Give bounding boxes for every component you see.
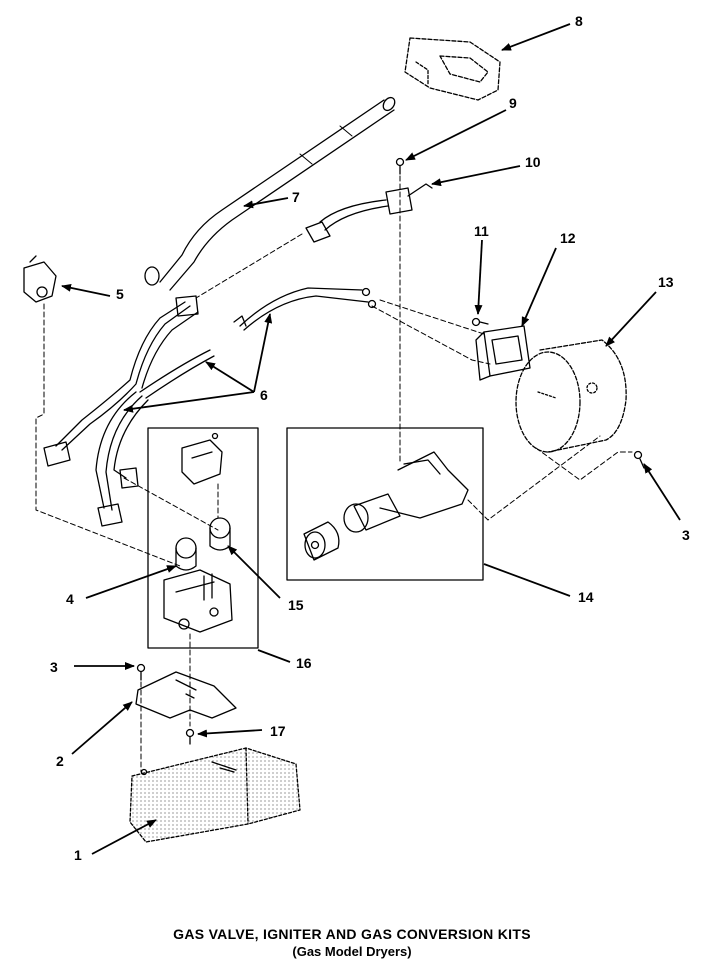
leader-12 xyxy=(521,247,557,327)
leader-2 xyxy=(71,701,133,755)
callout-3-right: 3 xyxy=(682,527,690,543)
callout-6: 6 xyxy=(260,387,268,403)
switch-bracket-part-12 xyxy=(475,325,531,381)
callout-1: 1 xyxy=(74,847,82,863)
leader-3-right xyxy=(643,463,681,521)
leader-9 xyxy=(405,109,507,161)
callout-7: 7 xyxy=(292,189,300,205)
callout-9: 9 xyxy=(509,95,517,111)
callout-2: 2 xyxy=(56,753,64,769)
callout-3-left: 3 xyxy=(50,659,58,675)
screw-part-3-left xyxy=(136,663,146,681)
leader-13 xyxy=(605,291,657,347)
alignment-lines xyxy=(35,175,633,773)
leader-8 xyxy=(501,23,571,51)
leader-7 xyxy=(243,197,289,209)
igniter-connector-part-10 xyxy=(305,183,433,243)
callout-17: 17 xyxy=(270,723,286,739)
gas-pipe-part-7 xyxy=(144,96,396,291)
screw-part-3-right xyxy=(633,450,645,469)
leader-10 xyxy=(431,165,521,187)
clip-part-5 xyxy=(23,255,57,303)
leader-17 xyxy=(197,729,263,738)
wire-harness-part-6 xyxy=(43,287,377,527)
leader-14 xyxy=(483,563,571,597)
screw-part-11 xyxy=(471,317,489,327)
diagram-subtitle: (Gas Model Dryers) xyxy=(292,944,412,959)
callout-11: 11 xyxy=(474,223,489,239)
leader-6a xyxy=(205,361,255,393)
callout-13: 13 xyxy=(658,274,674,290)
leader-4 xyxy=(85,565,177,599)
burner-housing-part-13 xyxy=(515,339,627,453)
screw-part-17 xyxy=(185,728,195,745)
bracket-part-8 xyxy=(404,37,501,101)
screw-part-9 xyxy=(395,157,405,175)
callout-15: 15 xyxy=(288,597,304,613)
base-panel-part-1 xyxy=(129,747,301,843)
gas-valve-kit-part-16 xyxy=(147,427,259,649)
callout-10: 10 xyxy=(525,154,541,170)
leader-16 xyxy=(257,649,291,663)
callout-16: 16 xyxy=(296,655,312,671)
leader-6c xyxy=(123,391,255,413)
leader-5 xyxy=(61,283,111,297)
callout-5: 5 xyxy=(116,286,124,302)
leader-15 xyxy=(227,545,281,599)
callout-12: 12 xyxy=(560,230,576,246)
mounting-bracket-part-2 xyxy=(135,671,237,719)
callout-14: 14 xyxy=(578,589,594,605)
igniter-kit-part-14 xyxy=(286,427,484,581)
leader-1 xyxy=(91,819,157,855)
diagram-title: GAS VALVE, IGNITER AND GAS CONVERSION KI… xyxy=(173,926,531,942)
callout-4: 4 xyxy=(66,591,74,607)
callout-8: 8 xyxy=(575,13,583,29)
leader-6b xyxy=(253,313,273,393)
leader-11 xyxy=(474,239,483,315)
